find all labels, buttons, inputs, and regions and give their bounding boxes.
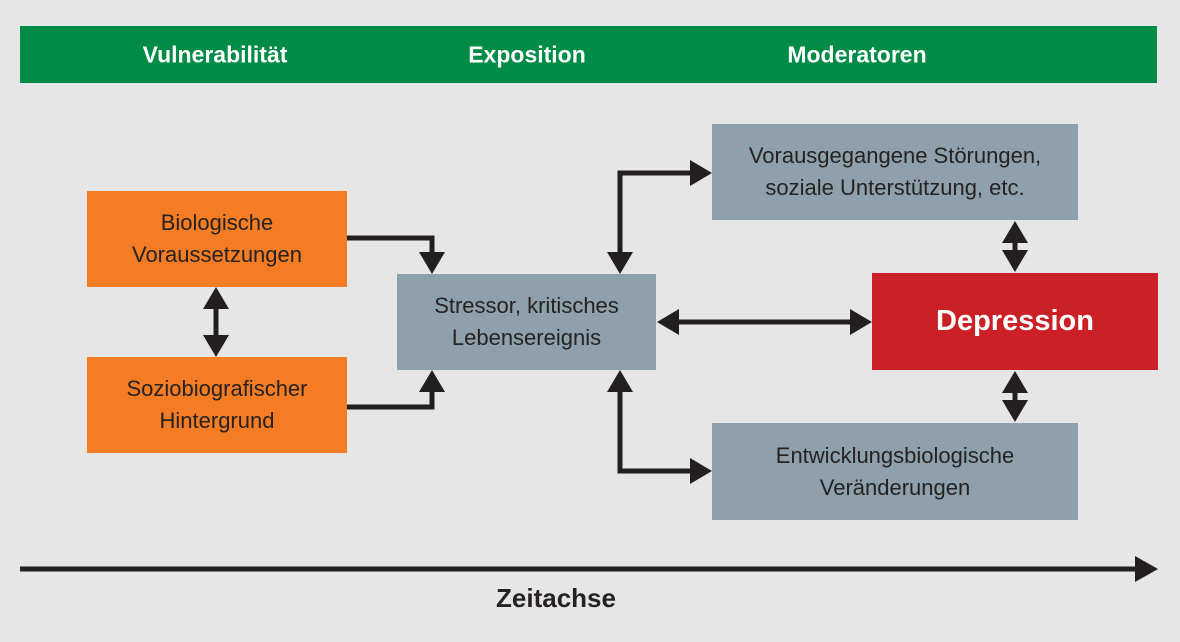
- time-axis-label: Zeitachse: [496, 583, 616, 613]
- arrow-biological-to-stressor: [347, 235, 445, 274]
- box-developmental-changes: Entwicklungsbiologische Veränderungen: [712, 423, 1078, 520]
- arrow-stressor-prior-twoway: [607, 160, 712, 274]
- box-developmental-line1: Entwicklungsbiologische: [775, 442, 1015, 468]
- arrow-biological-sociobiographical-twoway: [203, 287, 229, 357]
- time-axis-arrow: [20, 556, 1158, 582]
- box-depression: Depression: [872, 273, 1158, 370]
- arrow-stressor-developmental-twoway: [607, 370, 712, 484]
- arrow-sociobiographical-to-stressor: [347, 370, 445, 410]
- box-stressor-line1: Stressor, kritisches: [434, 293, 619, 319]
- box-depression-label: Depression: [936, 305, 1094, 338]
- box-sociobiographical-background: Soziobiografischer Hintergrund: [87, 357, 347, 453]
- box-prior-disorders-support: Vorausgegangene Störungen, soziale Unter…: [712, 124, 1078, 220]
- box-prior-line2: soziale Unterstützung, etc.: [765, 175, 1025, 200]
- box-stressor-life-event: Stressor, kritisches Lebensereignis: [397, 274, 656, 370]
- box-stressor-line2: Lebensereignis: [451, 325, 602, 350]
- box-developmental-line2: Veränderungen: [819, 474, 971, 500]
- header-label-moderators: Moderatoren: [787, 41, 927, 67]
- box-biological-line1: Biologische: [160, 210, 274, 236]
- box-sociobiographical-line2: Hintergrund: [159, 408, 275, 433]
- header-label-exposition: Exposition: [468, 41, 586, 67]
- box-biological-line2: Voraussetzungen: [131, 242, 303, 267]
- arrow-prior-depression-twoway: [1002, 221, 1028, 272]
- header-bar: Vulnerabilität Exposition Moderatoren: [20, 26, 1157, 83]
- header-label-vulnerability: Vulnerabilität: [142, 41, 288, 67]
- box-prior-line1: Vorausgegangene Störungen,: [748, 143, 1042, 169]
- arrow-depression-developmental-twoway: [1002, 371, 1028, 422]
- box-sociobiographical-line1: Soziobiografischer: [126, 376, 308, 402]
- arrow-stressor-depression-twoway: [657, 309, 872, 335]
- box-biological-preconditions: Biologische Voraussetzungen: [87, 191, 347, 287]
